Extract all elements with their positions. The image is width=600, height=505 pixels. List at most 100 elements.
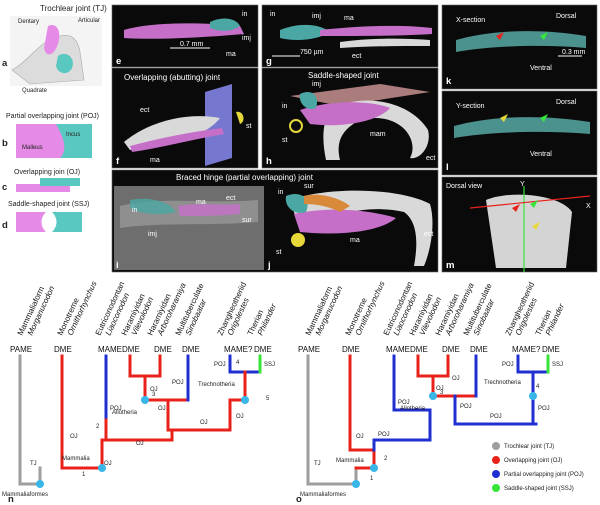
node-n-trechnotheria (241, 396, 249, 404)
joint-o-2: OJ (356, 434, 364, 440)
branch-n-haramiyidans (128, 354, 162, 378)
label-g-ect: ect (352, 53, 361, 60)
label-j-ect: ect (424, 231, 433, 238)
section-plane-h (290, 84, 430, 106)
node-n-allotheria (141, 396, 149, 404)
joint-n-5: POJ (110, 406, 122, 412)
oj-upper-bar (40, 178, 80, 186)
branch-o-crown (453, 394, 538, 426)
x-axis-line (469, 195, 591, 209)
label-k-ventral: Ventral (530, 65, 552, 72)
panel-i-title: Braced hinge (partial overlapping) joint (176, 173, 314, 182)
clade-n-mammaliaformes: Mammaliaformes (2, 492, 48, 498)
arrow-red-m (512, 204, 520, 212)
legend-label-oj: Overlapping joint (OJ) (504, 458, 562, 464)
stapes-render-h (289, 119, 303, 133)
branch-n-crown (166, 398, 232, 432)
label-dentary: Dentary (18, 19, 39, 25)
branch-o-origolestes (516, 354, 550, 374)
node-n-mammaliaformes (36, 480, 44, 488)
label-l-dorsal: Dorsal (556, 99, 577, 106)
label-e-imj: imj (242, 35, 251, 42)
arrow-yellow-l (500, 114, 508, 122)
label-g-in: in (270, 11, 276, 18)
label-i-imj: imj (148, 231, 157, 238)
branch-n-monotreme (60, 354, 104, 470)
branch-n-morganucodon (18, 354, 42, 486)
incus-render-h (299, 91, 318, 110)
panel-m: Dorsal view Y X m (441, 176, 598, 273)
incus-shape (56, 124, 92, 158)
legend-swatch-tj (492, 442, 500, 450)
node-o-mammalia (370, 464, 378, 472)
event-o-2: 2 (384, 456, 388, 462)
tip-state-o-2: DME (342, 345, 360, 354)
incus-render-g (280, 24, 330, 40)
label-h-imj: imj (312, 81, 321, 88)
label-i-in: in (132, 207, 138, 214)
tip-state-o-4: DME (410, 345, 428, 354)
branch-o-liaoconodon (392, 354, 432, 442)
arrow-yellow-m (532, 222, 540, 230)
label-e-in: in (242, 11, 248, 18)
panel-letter-l: l (446, 162, 449, 173)
panel-b-title: Partial overlapping joint (POJ) (6, 113, 99, 120)
panel-f: Overlapping (abutting) joint ect st ma f (111, 67, 259, 169)
panel-c-title: Overlapping join (OJ) (14, 169, 80, 176)
label-e-ma: ma (226, 51, 236, 58)
joint-o-7: POJ (460, 404, 472, 410)
node-n-mammalia (98, 464, 106, 472)
clade-n-trechnotheria: Trechnotheria (198, 382, 235, 388)
legend: Trochlear joint (TJ) Overlapping joint (… (492, 442, 584, 492)
oj-lower-bar (16, 184, 70, 192)
x-section-render (456, 31, 586, 52)
joint-n-4: OJ (136, 441, 144, 447)
incus-outline-i (130, 198, 176, 215)
event-o-4: 4 (536, 384, 540, 390)
panel-letter-b: b (2, 138, 8, 149)
scale-e: 0.7 mm (180, 41, 204, 48)
label-i-sur: sur (242, 217, 252, 224)
tip-state-n-8: DME (254, 345, 272, 354)
label-g-imj: imj (312, 13, 321, 20)
stapes-render-j (291, 233, 305, 247)
branches-n (18, 354, 262, 486)
label-malleus: Malleus (22, 145, 43, 151)
branches-o (306, 354, 550, 486)
label-articular: Articular (78, 18, 100, 24)
joint-o-11: SSJ (552, 362, 563, 368)
event-n-2: 2 (96, 424, 100, 430)
joint-n-2: OJ (70, 434, 78, 440)
surangular-render-j (304, 194, 350, 212)
event-o-1: 1 (370, 476, 374, 482)
branch-n-trechnotheria (228, 370, 247, 432)
branch-o-morganucodon (306, 354, 358, 486)
quadrate-shape (56, 53, 73, 74)
joint-n-6: OJ (150, 387, 158, 393)
tip-state-n-3: MAME (98, 345, 122, 354)
section-plane-f (205, 84, 232, 166)
label-j-st: st (276, 249, 282, 256)
panel-g: 750 µm in imj ma ect g (261, 4, 439, 68)
ssj-right-shape (52, 212, 82, 232)
label-quadrate: Quadrate (22, 88, 48, 94)
label-g-ma: ma (344, 15, 354, 22)
arrow-green-m (530, 200, 538, 208)
panel-h-title: Saddle-shaped joint (308, 71, 379, 80)
event-n-3: 3 (152, 392, 156, 398)
panel-a: Trochlear joint (TJ) Dentary Articular Q… (2, 4, 107, 94)
branch-n-upper-stem (104, 428, 174, 442)
clade-n-allotheria: Allotheria (112, 410, 138, 416)
panel-letter-f: f (116, 156, 120, 167)
event-n-4: 4 (236, 360, 240, 366)
panel-letter-k: k (446, 76, 452, 87)
tip-state-o-6: DME (470, 345, 488, 354)
panel-f-title: Overlapping (abutting) joint (124, 73, 221, 82)
scale-g: 750 µm (300, 49, 324, 56)
label-h-st: st (282, 137, 288, 144)
tip-state-o-3: MAME (386, 345, 410, 354)
branch-n-mammalia-stem (100, 418, 108, 470)
panel-l: Y-section Dorsal Ventral l (441, 90, 598, 176)
tip-state-o-1: PAME (298, 345, 320, 354)
